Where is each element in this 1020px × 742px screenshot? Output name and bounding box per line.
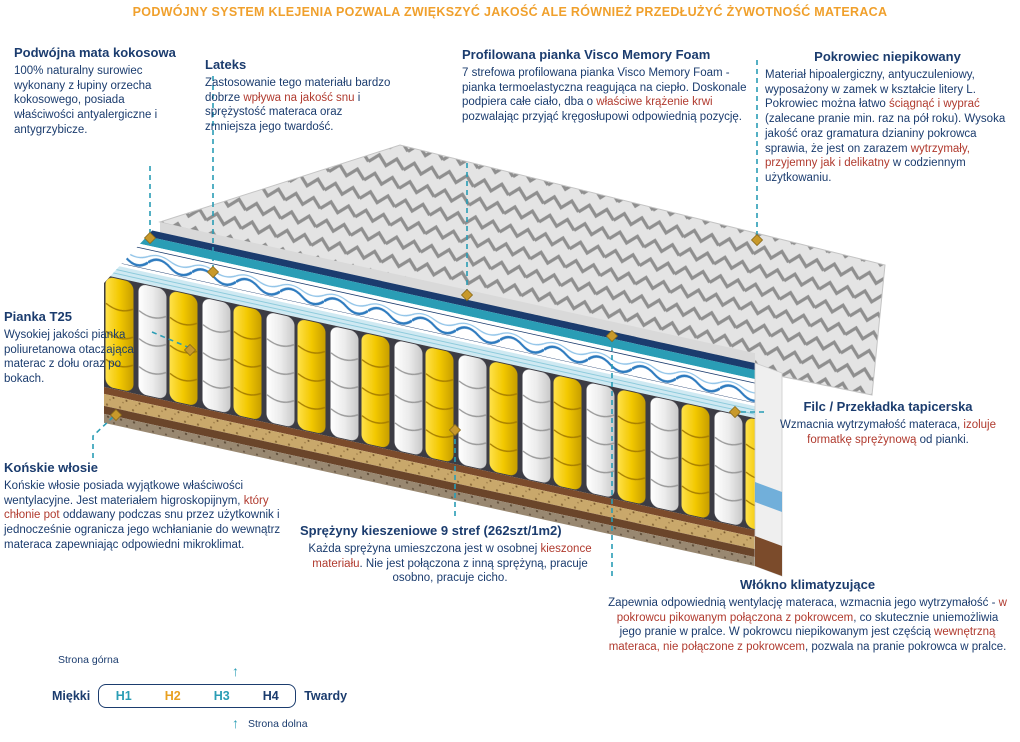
callout-pokrowiec: Pokrowiec niepikowany Materiał hipoalerg… xyxy=(765,49,1010,186)
mattress-front-layers xyxy=(104,219,755,567)
leader-line-konskie-wlosie xyxy=(92,415,115,458)
hardness-scale-row: Miękki H1 H2 H3 H4 Twardy xyxy=(52,684,347,708)
diamond-marker xyxy=(206,265,220,279)
page-title: PODWÓJNY SYSTEM KLEJENIA POZWALA ZWIĘKSZ… xyxy=(132,5,888,19)
foam-side-edge xyxy=(160,222,755,364)
diamond-marker xyxy=(143,231,157,245)
callout-desc: 7 strefowa profilowana pianka Visco Memo… xyxy=(462,66,747,124)
callout-title: Pokrowiec niepikowany xyxy=(814,49,961,64)
coconut-mat-layer xyxy=(104,393,755,550)
callout-desc: Wysokiej jakości pianka poliuretanowa ot… xyxy=(4,328,134,386)
diamond-marker xyxy=(605,329,619,343)
callout-desc: Wzmacnia wytrzymałość materaca, izoluje … xyxy=(779,418,996,446)
diamond-marker xyxy=(728,405,742,419)
mattress-right-end xyxy=(754,362,783,577)
callout-desc: Końskie włosie posiada wyjątkowe właściw… xyxy=(4,479,281,551)
pocket-springs-layer xyxy=(104,274,755,531)
callout-wlokno: Włókno klimatyzujące Zapewnia odpowiedni… xyxy=(605,577,1010,655)
hardness-level-h1: H1 xyxy=(115,689,132,703)
diamond-marker xyxy=(460,288,474,302)
callout-title: Końskie włosie xyxy=(4,460,98,475)
diamond-marker xyxy=(448,423,462,437)
latex-layer xyxy=(104,239,755,404)
up-arrow-icon: ↑ xyxy=(232,663,239,679)
hardness-level-h3: H3 xyxy=(213,689,230,703)
leader-diamonds xyxy=(109,231,764,437)
callout-sprezyny: Sprężyny kieszeniowe 9 stref (262szt/1m2… xyxy=(300,523,600,586)
callout-title: Lateks xyxy=(205,57,247,72)
callout-title: Profilowana pianka Visco Memory Foam xyxy=(462,47,711,62)
hardness-level-h2: H2 xyxy=(164,689,181,703)
leader-line-pianka-t25 xyxy=(151,331,191,349)
callout-desc: Zastosowanie tego materiału bardzo dobrz… xyxy=(205,76,391,134)
hard-label: Twardy xyxy=(304,689,348,703)
leader-lines xyxy=(92,60,764,576)
soft-label: Miękki xyxy=(52,689,91,703)
hardness-level-h4: H4 xyxy=(262,689,279,703)
callout-desc: 100% naturalny surowiec wykonany z łupin… xyxy=(14,64,158,136)
bottom-side-label: Strona dolna xyxy=(248,718,308,730)
felt-layer xyxy=(104,262,755,419)
callout-lateks: Lateks Zastosowanie tego materiału bardz… xyxy=(205,57,395,135)
callout-title: Filc / Przekładka tapicerska xyxy=(803,399,973,414)
callout-title: Sprężyny kieszeniowe 9 stref (262szt/1m2… xyxy=(300,523,562,538)
callout-visco-memory-foam: Profilowana pianka Visco Memory Foam 7 s… xyxy=(462,47,752,125)
climate-fiber-layer xyxy=(104,226,755,380)
hardness-scale: Strona górna ↑ Miękki H1 H2 H3 H4 Twardy… xyxy=(48,648,378,742)
callout-title: Włókno klimatyzujące xyxy=(739,577,876,592)
felt-bottom-layer xyxy=(104,386,755,538)
top-side-label: Strona górna xyxy=(58,654,119,666)
callout-desc: Zapewnia odpowiednią wentylację materaca… xyxy=(608,596,1007,654)
base-foam-layer xyxy=(104,413,755,567)
up-arrow-icon: ↑ xyxy=(232,715,239,731)
callout-title: Pianka T25 xyxy=(4,309,72,324)
callout-title: Podwójna mata kokosowa xyxy=(14,45,176,60)
diamond-marker xyxy=(750,233,764,247)
hardness-levels-box: H1 H2 H3 H4 xyxy=(98,684,297,708)
callout-desc: Materiał hipoalergiczny, antyuczuleniowy… xyxy=(765,68,1006,184)
callout-konskie-wlosie: Końskie włosie Końskie włosie posiada wy… xyxy=(4,460,296,553)
callout-filc: Filc / Przekładka tapicerska Wzmacnia wy… xyxy=(763,399,1013,447)
callout-pianka-t25: Pianka T25 Wysokiej jakości pianka poliu… xyxy=(4,309,162,387)
callout-podwojna-mata: Podwójna mata kokosowa 100% naturalny su… xyxy=(14,45,182,138)
callout-desc: Każda sprężyna umieszczona jest w osobne… xyxy=(308,542,592,585)
diamond-marker xyxy=(109,408,123,422)
diamond-marker xyxy=(183,343,197,357)
cover-top-layer xyxy=(104,219,755,371)
